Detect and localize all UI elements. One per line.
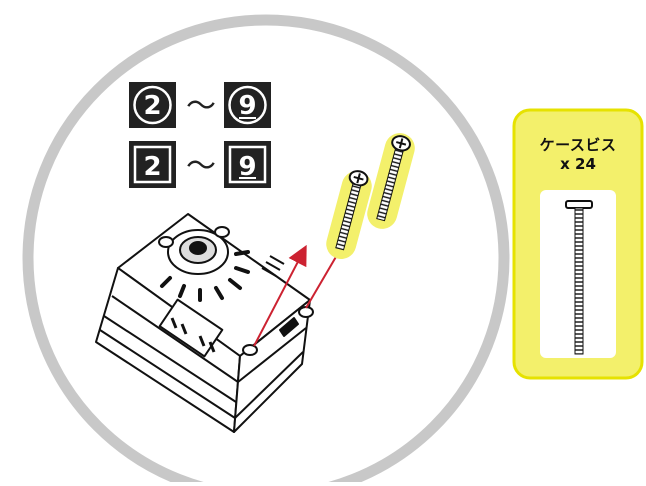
badge-circled-end-label: 9 (238, 91, 256, 121)
range-separator-2: ～ (186, 149, 216, 184)
parts-card-title: ケースビス (514, 134, 642, 155)
range-separator-1: ～ (186, 89, 216, 124)
badge-circled-start-label: 2 (143, 91, 161, 121)
parts-card-count: x 24 (514, 155, 642, 173)
badge-boxed-start-label: 2 (143, 152, 161, 182)
step-range-circled: 2 ～ 9 (129, 82, 271, 128)
step-range-boxed: 2 ～ 9 (129, 141, 271, 188)
